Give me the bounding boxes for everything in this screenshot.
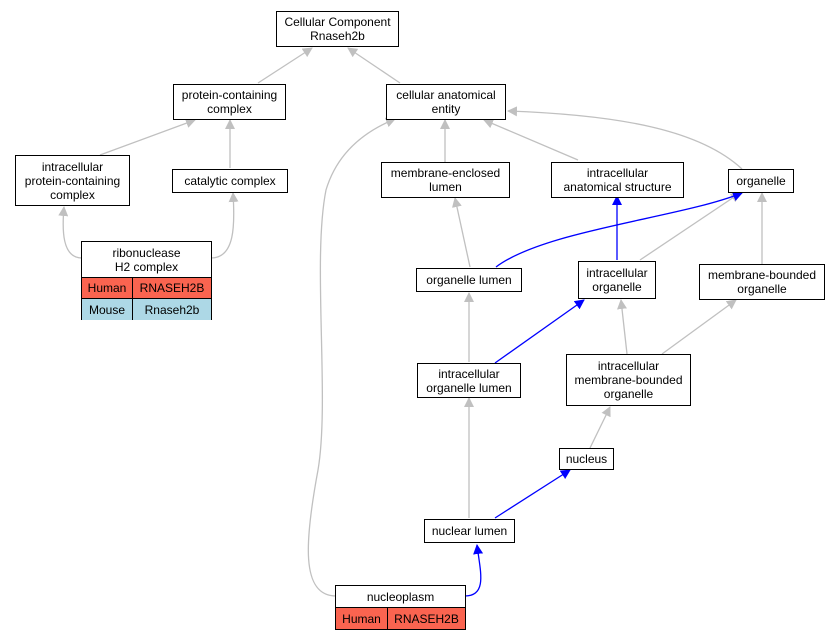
node-title: ribonuclease H2 complex bbox=[82, 242, 211, 278]
edge-nucleoplasm-to-nl-highlight bbox=[464, 544, 484, 597]
node-intracellular-anatomical-structure[interactable]: intracellular anatomical structure bbox=[551, 162, 684, 198]
node-membrane-bounded-organelle[interactable]: membrane-bounded organelle bbox=[699, 264, 825, 300]
node-nucleoplasm[interactable]: nucleoplasm Human RNASEH2B bbox=[335, 585, 466, 630]
edge-pcc-to-root bbox=[257, 47, 313, 84]
gene-symbol-mouse[interactable]: Rnaseh2b bbox=[144, 302, 200, 317]
edge-cae-to-root bbox=[347, 47, 401, 84]
node-organelle[interactable]: organelle bbox=[728, 169, 794, 193]
species-label-human: Human bbox=[82, 278, 133, 298]
node-intracellular-membrane-bounded-organelle[interactable]: intracellular membrane-bounded organelle bbox=[566, 354, 691, 406]
node-intracellular-protein-containing-complex[interactable]: intracellular protein-containing complex bbox=[15, 155, 130, 206]
node-catalytic-complex[interactable]: catalytic complex bbox=[172, 169, 288, 193]
edge-ias-to-cae bbox=[483, 118, 579, 161]
node-protein-containing-complex[interactable]: protein-containing complex bbox=[173, 84, 286, 120]
edge-nl-to-nucleus-highlight bbox=[494, 469, 571, 519]
node-cellular-component-rnaseh2b[interactable]: Cellular Component Rnaseh2b bbox=[276, 11, 399, 47]
edge-iol-to-io-highlight bbox=[494, 299, 585, 364]
edge-imbo-to-mbo bbox=[661, 299, 737, 355]
node-intracellular-organelle[interactable]: intracellular organelle bbox=[578, 261, 656, 299]
edge-ol-to-org-highlight bbox=[495, 191, 743, 268]
edge-ol-to-mel bbox=[452, 197, 471, 268]
node-intracellular-organelle-lumen[interactable]: intracellular organelle lumen bbox=[417, 363, 521, 398]
gene-symbol-human[interactable]: RNASEH2B bbox=[139, 281, 205, 295]
node-organelle-lumen[interactable]: organelle lumen bbox=[416, 268, 522, 292]
edge-imbo-to-io bbox=[617, 299, 628, 355]
node-nucleus[interactable]: nucleus bbox=[559, 448, 614, 470]
node-title: nucleoplasm bbox=[336, 586, 465, 608]
edge-rnh2-to-ipcc bbox=[58, 206, 83, 259]
node-cellular-anatomical-entity[interactable]: cellular anatomical entity bbox=[386, 84, 506, 120]
edge-rnh2-to-cc bbox=[210, 192, 239, 259]
edge-nucleoplasm-to-cae bbox=[307, 117, 396, 597]
gene-row-mouse: Mouse Rnaseh2b bbox=[82, 299, 211, 320]
species-label-mouse: Mouse bbox=[82, 299, 133, 320]
species-label-human: Human bbox=[336, 608, 388, 629]
edge-nucleus-to-imbo bbox=[589, 406, 611, 449]
node-nuclear-lumen[interactable]: nuclear lumen bbox=[424, 519, 515, 543]
edge-ipcc-to-pcc bbox=[99, 118, 196, 156]
edge-org-to-cae bbox=[507, 106, 743, 170]
gene-row-human: Human RNASEH2B bbox=[336, 608, 465, 629]
gene-symbol-human[interactable]: RNASEH2B bbox=[394, 611, 459, 626]
node-ribonuclease-h2-complex[interactable]: ribonuclease H2 complex Human RNASEH2B M… bbox=[81, 241, 212, 320]
gene-row-human: Human RNASEH2B bbox=[82, 278, 211, 299]
edge-io-to-org bbox=[639, 192, 741, 261]
node-membrane-enclosed-lumen[interactable]: membrane-enclosed lumen bbox=[381, 162, 510, 198]
